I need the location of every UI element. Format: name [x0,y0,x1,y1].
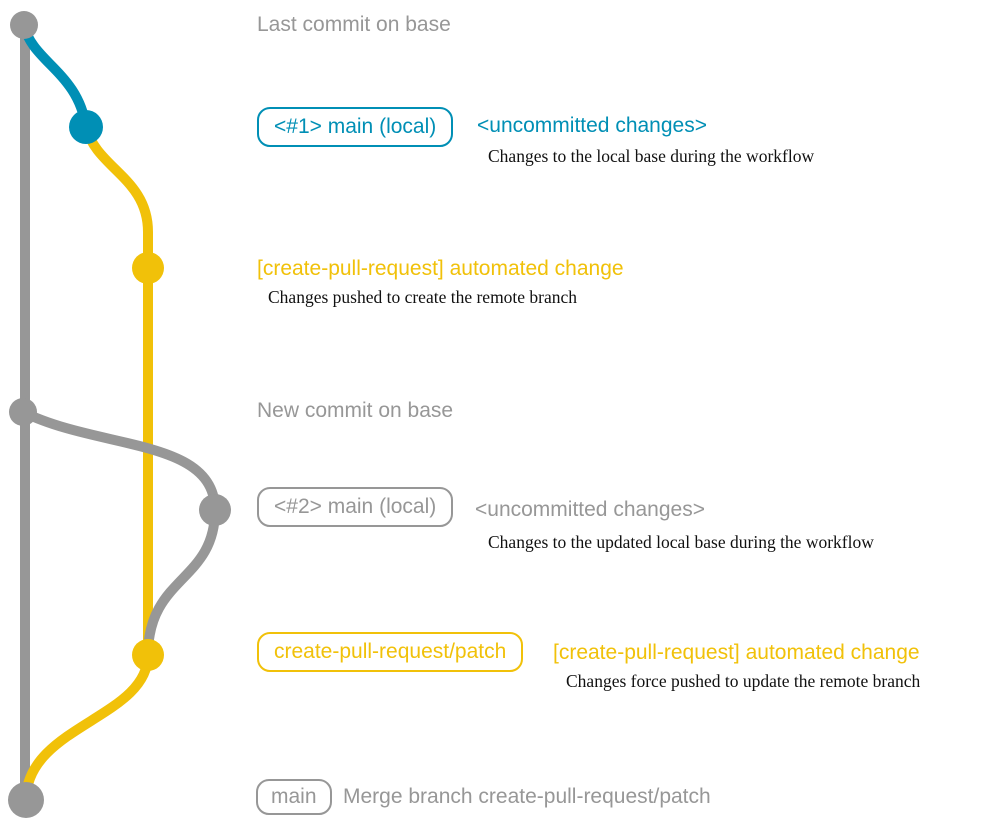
commit-dot-merge [8,782,44,818]
branch-line-main-local-1 [19,20,91,132]
commit-dot-base-tip [10,11,38,39]
commit-dot-main-local-1 [69,110,103,144]
commit-message-new-commit-on-base: New commit on base [257,399,454,422]
commit-message-last-commit-on-base: Last commit on base [257,13,451,36]
branch-line-main-local-2 [18,407,221,660]
branch-badge-create-pull-request-patch: create-pull-request/patch [257,632,524,672]
commit-dot-main-local-2 [199,494,231,526]
commit-dot-cpr-commit-2 [132,639,164,671]
commit-message-automated-change-1: [create-pull-request] automated change [257,257,624,280]
commit-message-uncommitted-1: <uncommitted changes> [477,114,707,137]
branch-line-create-pull-request-patch [21,122,153,805]
commit-message-automated-change-2: [create-pull-request] automated change [553,641,920,664]
commit-message-merge-branch: Merge branch create-pull-request/patch [343,785,711,808]
commit-message-uncommitted-2: <uncommitted changes> [475,498,705,521]
caption-force-pushed-update-remote: Changes force pushed to update the remot… [566,671,921,691]
branch-badge-main-local-1: <#1> main (local) [257,107,454,147]
caption-pushed-create-remote: Changes pushed to create the remote bran… [268,287,578,307]
branch-badge-main: main [256,779,332,815]
commit-dot-cpr-commit-1 [132,252,164,284]
commit-dot-base-new [9,398,37,426]
caption-local-base-changes: Changes to the local base during the wor… [488,146,815,166]
commit-graph [8,11,231,818]
caption-updated-local-base-changes: Changes to the updated local base during… [488,532,874,552]
branch-badge-main-local-2: <#2> main (local) [257,487,454,527]
